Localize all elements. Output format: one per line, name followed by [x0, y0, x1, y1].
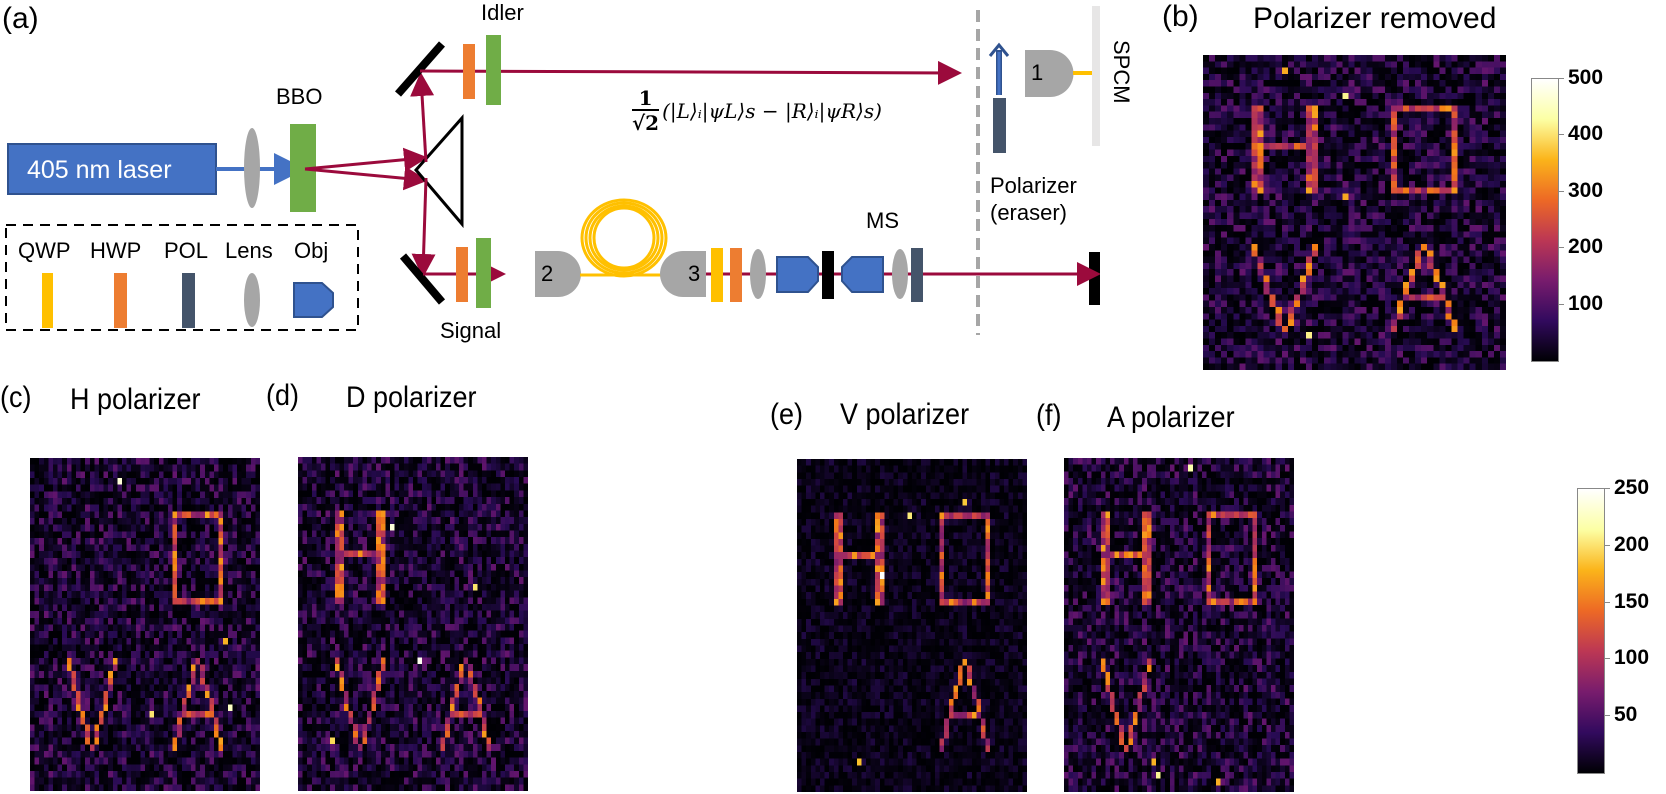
signal-crystal-plate	[476, 238, 491, 308]
formula-denominator: √2	[632, 109, 660, 135]
colorbar-tick-label: 250	[1614, 476, 1650, 499]
detector-3	[660, 251, 706, 297]
detector-2	[535, 251, 581, 297]
detector-3-label: 3	[688, 261, 701, 286]
mirror-signal	[399, 253, 446, 305]
beam-lower	[304, 166, 428, 191]
legend-box	[5, 224, 359, 331]
half-wave-plate-icon	[114, 273, 127, 328]
beam-to-signal-mirror	[411, 177, 436, 278]
colorbar-tick-mark	[1604, 488, 1610, 489]
colorbar-tick-mark	[1604, 544, 1610, 546]
colorbar-tick-label: 150	[1614, 589, 1650, 613]
hwp-plate	[730, 248, 742, 302]
laser-label: 405 nm laser	[27, 156, 172, 184]
colorbar-tick-label: 200	[1614, 532, 1650, 556]
panel-b-title: Polarizer removed	[1253, 2, 1497, 35]
quarter-wave-plate-icon	[42, 273, 53, 328]
colorbar-tick-mark	[1558, 190, 1564, 192]
fiber-spool-icon	[580, 198, 670, 278]
colorbar-cf	[1577, 488, 1605, 774]
panel-e-title: V polarizer	[840, 398, 970, 431]
colorbar-tick-mark	[1604, 715, 1610, 717]
idler-beam	[419, 60, 962, 85]
panel-c-title: H polarizer	[70, 383, 201, 416]
colorbar-tick-label: 100	[1568, 291, 1604, 315]
colorbar-tick-mark	[1604, 658, 1610, 660]
colorbar-tick-label: 50	[1614, 703, 1638, 727]
bbo-label: BBO	[276, 84, 323, 109]
spcm-box	[1092, 6, 1100, 146]
colorbar-tick-label: 500	[1568, 66, 1604, 89]
colorbar-tick-mark	[1558, 78, 1564, 79]
heatmap-a-polarizer	[1064, 458, 1294, 792]
colorbar-b	[1531, 78, 1559, 362]
lens-icon	[892, 249, 908, 299]
colorbar-tick-mark	[1558, 134, 1564, 136]
panel-label-f: (f)	[1036, 399, 1062, 432]
detector-1	[1025, 50, 1074, 97]
panel-f-title: A polarizer	[1107, 401, 1235, 434]
lens-icon	[244, 128, 260, 208]
detector-2-label: 2	[541, 261, 554, 286]
polarizer-eraser-label-1: Polarizer	[990, 173, 1077, 198]
eraser-polarizer	[993, 98, 1006, 153]
qwp-plate	[711, 248, 723, 302]
colorbar-tick-label: 400	[1568, 122, 1604, 146]
heatmap-polarizer-removed	[1203, 55, 1506, 370]
ms-label: MS	[866, 208, 899, 233]
signal-label: Signal	[440, 318, 502, 343]
detector-1-label: 1	[1031, 60, 1044, 85]
polarizer-icon	[182, 273, 195, 328]
colorbar-b-ticks: 100 200 300 400 500	[1558, 66, 1658, 360]
formula-numerator: 1	[638, 86, 653, 110]
beam-to-idler-mirror	[410, 72, 435, 163]
beam-upper	[304, 147, 428, 172]
idler-hwp	[463, 44, 475, 99]
lens-legend-icon	[244, 273, 260, 327]
heatmap-d-polarizer	[298, 457, 528, 791]
laser-box	[7, 143, 217, 195]
colorbar-tick-label: 300	[1568, 178, 1604, 202]
objective-1	[776, 256, 819, 293]
legend-label-qwp: QWP	[18, 238, 71, 263]
spcm-label: SPCM	[1109, 40, 1134, 104]
idler-label: Idler	[481, 0, 524, 25]
panel-label-c: (c)	[0, 381, 32, 414]
polarizer-eraser-label-2: (eraser)	[990, 200, 1068, 225]
objective-icon	[293, 282, 334, 318]
panel-label-d: (d)	[266, 379, 300, 412]
setup-diagram-svg	[5, 6, 1100, 335]
colorbar-tick-label: 100	[1614, 646, 1650, 670]
colorbar-cf-ticks: 50 100 150 200 250	[1604, 476, 1666, 772]
formula-body: (|L⟩ᵢ|ψL⟩s − |R⟩ᵢ|ψR⟩s)	[662, 99, 882, 123]
legend-label-obj: Obj	[294, 238, 329, 263]
legend-label-hwp: HWP	[90, 238, 142, 263]
legend-label-pol: POL	[164, 238, 209, 263]
objective-2	[841, 256, 884, 293]
colorbar-tick-mark	[1558, 247, 1564, 249]
panel-label-e: (e)	[770, 398, 804, 431]
heatmap-v-polarizer	[797, 459, 1027, 792]
prism-icon	[414, 114, 464, 229]
colorbar-tick-mark	[1604, 601, 1610, 603]
metasurface-sample	[822, 251, 834, 299]
panel-label-a: (a)	[2, 2, 39, 35]
colorbar-tick-mark	[1558, 303, 1564, 305]
heatmap-h-polarizer	[30, 458, 260, 791]
signal-hwp	[456, 247, 468, 302]
polarizer-plate	[911, 248, 923, 302]
state-formula: 1 √2 (|L⟩ᵢ|ψL⟩s − |R⟩ᵢ|ψR⟩s)	[632, 88, 882, 134]
lens-icon	[750, 249, 766, 299]
panel-label-b: (b)	[1162, 0, 1199, 33]
colorbar-tick-label: 200	[1568, 235, 1604, 259]
panel-d-title: D polarizer	[346, 381, 477, 414]
idler-crystal-plate	[486, 35, 501, 105]
mirror-idler	[394, 41, 446, 97]
legend-label-lens: Lens	[225, 238, 273, 263]
